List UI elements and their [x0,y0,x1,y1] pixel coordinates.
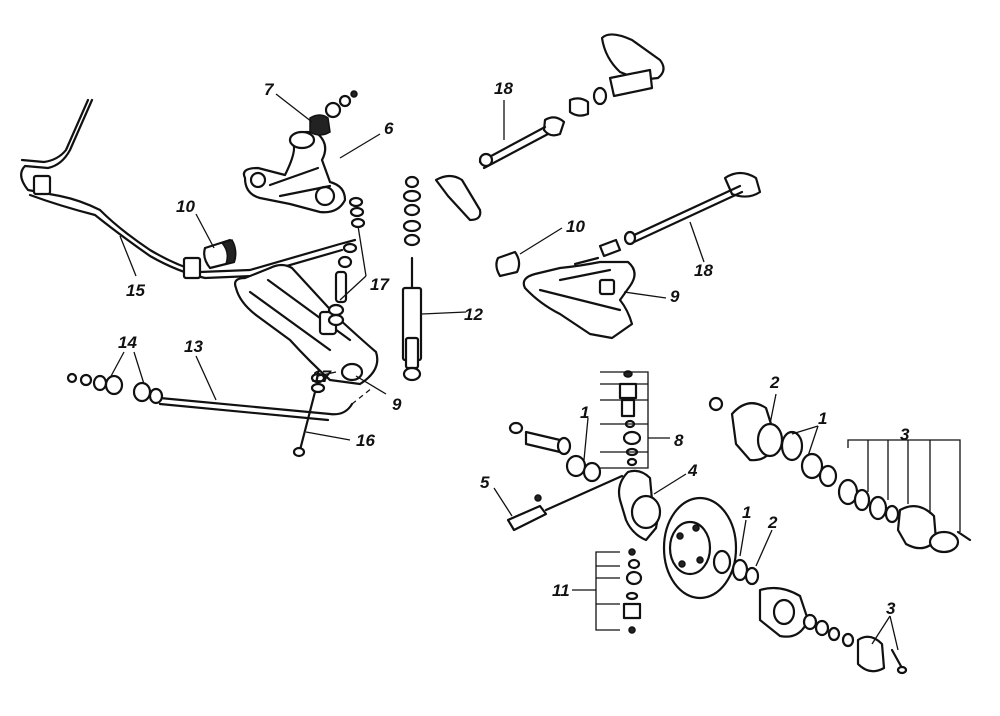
callout-17-upper: 17 [370,275,390,294]
backing-plate [708,396,838,488]
upper-arm-bushing [309,90,358,136]
callout-8: 8 [674,431,684,450]
callout-10-left: 10 [176,197,195,216]
stabilizer-bushing-left [203,238,237,270]
ball-joint-lower [622,548,643,634]
callout-11: 11 [552,581,570,600]
lower-control-arm-right [522,260,636,340]
callout-4: 4 [687,461,698,480]
callout-13: 13 [184,337,203,356]
strut-rod [66,372,373,422]
callout-2-top: 2 [769,373,780,392]
stabilizer-bar [20,98,357,280]
callout-18-right: 18 [694,261,713,280]
callout-7: 7 [264,80,275,99]
callout-1-knuckle: 1 [580,403,589,422]
hub [758,586,841,642]
callout-18-top: 18 [494,79,513,98]
brake-rotor [662,496,738,600]
callout-14: 14 [118,333,137,352]
link-bushing-stack [310,196,366,394]
shock-absorber [401,175,423,382]
torsion-bar-lower [623,171,762,246]
lower-control-arm-left [233,263,379,386]
spindle-bolt [508,421,602,483]
hub-lock-assembly [837,478,972,554]
upper-control-arm [242,130,347,214]
callout-10-right: 10 [566,217,585,236]
callout-9-left: 9 [392,395,402,414]
steering-knuckle [617,469,662,542]
callout-1-top: 1 [818,409,827,428]
callout-15: 15 [126,281,145,300]
callout-12: 12 [464,305,483,324]
stabilizer-bushing-right [495,238,622,278]
callout-16: 16 [356,431,375,450]
callout-5: 5 [480,473,490,492]
ball-joint-upper [618,370,642,467]
callout-2-hub: 2 [767,513,778,532]
callout-6: 6 [384,119,394,138]
callout-17-lower: 17 [312,367,332,386]
wheel-bearing-inner [712,549,760,586]
leader-lines [109,93,961,651]
callout-1-hub: 1 [742,503,751,522]
callout-3-top: 3 [900,425,910,444]
strut-bolt [292,390,317,458]
tie-rod-end [506,474,624,532]
callout-9-right: 9 [670,287,680,306]
callout-3-bottom: 3 [886,599,896,618]
locking-hub-cap [841,632,908,675]
callout-labels: 7 6 10 15 17 12 17 9 14 13 16 18 10 18 9… [118,79,910,618]
torsion-bar-upper [434,33,665,222]
